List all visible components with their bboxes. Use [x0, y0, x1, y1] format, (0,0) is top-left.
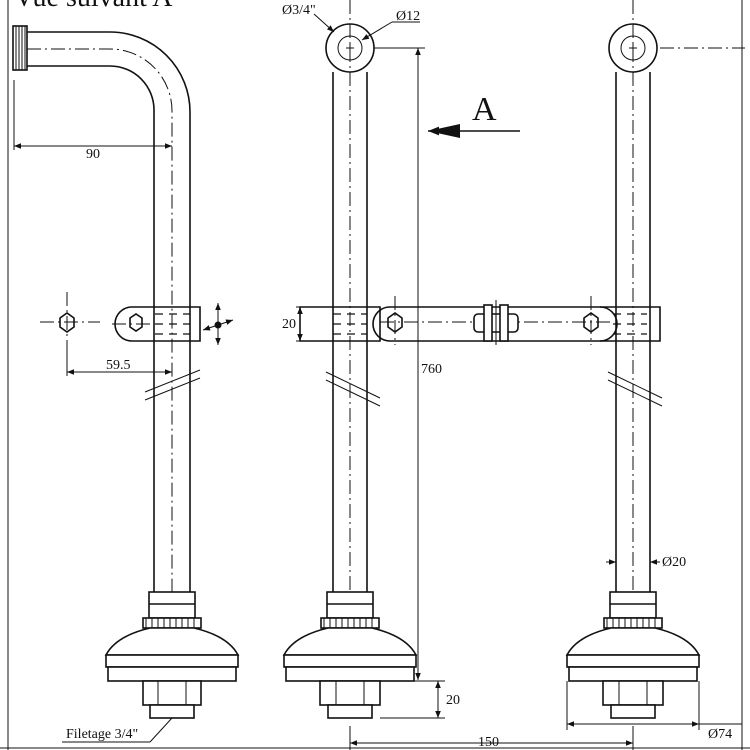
bracket-offset-dim: 59.5 — [106, 358, 131, 373]
base-height-dim: 20 — [446, 693, 460, 708]
side-base — [104, 591, 240, 719]
spacing-dim: 150 — [478, 735, 499, 750]
base-diameter-dim: Ø74 — [708, 727, 732, 742]
front-view-left — [282, 0, 418, 720]
adjustment-arrows-icon — [202, 303, 234, 345]
bracket-nut — [129, 313, 143, 332]
side-centerline — [27, 48, 173, 720]
view-title: Vue suivant A — [14, 0, 173, 13]
view-label: A — [472, 91, 497, 128]
height-dim: 760 — [421, 362, 442, 377]
front-view-right — [565, 0, 745, 720]
front-bracket-nut-right — [583, 312, 599, 333]
hole-diameter-dim: Ø12 — [396, 9, 420, 24]
front-bracket — [299, 296, 661, 345]
elbow-inner — [27, 65, 155, 600]
side-bracket — [114, 306, 201, 342]
bracket-bolt-detached — [59, 312, 75, 333]
bracket-width-dim: 20 — [282, 317, 296, 332]
elbow-outer — [27, 31, 191, 600]
front-bracket-nut-left — [387, 312, 403, 333]
reach-dim: 90 — [86, 147, 100, 162]
thread-callout: Filetage 3/4" — [66, 727, 138, 742]
inlet-diameter-dim: Ø3/4" — [282, 3, 316, 18]
tube-diameter-dim: Ø20 — [662, 555, 686, 570]
side-view: 90 59.5 Filetage 3/4" — [12, 25, 240, 743]
